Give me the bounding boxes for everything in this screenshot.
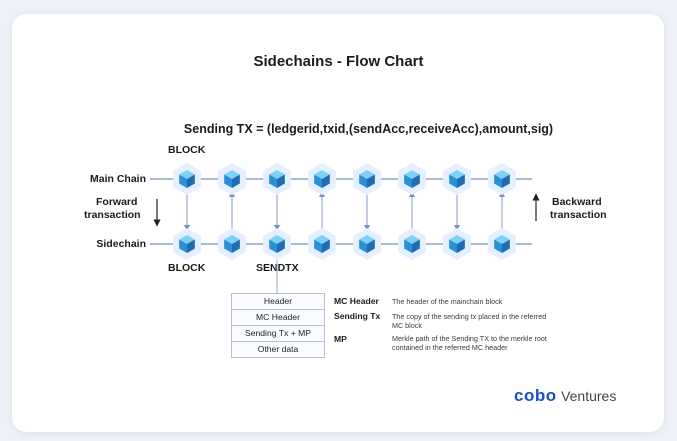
block-cube-icon bbox=[263, 228, 291, 260]
block-cube-icon bbox=[398, 163, 426, 195]
sendtx-row: MC Header bbox=[232, 310, 324, 326]
block-cube-icon bbox=[353, 228, 381, 260]
backward-transaction-label: Backward transaction bbox=[550, 196, 607, 221]
block-cube-icon bbox=[308, 163, 336, 195]
block-cube-icon bbox=[443, 163, 471, 195]
block-cube-icon bbox=[218, 228, 246, 260]
legend-value: The copy of the sending tx placed in the… bbox=[392, 312, 547, 330]
brand-suffix: Ventures bbox=[561, 388, 617, 404]
legend-value: The header of the mainchain block bbox=[392, 297, 503, 306]
block-cube-icon bbox=[443, 228, 471, 260]
block-cube-icon bbox=[488, 228, 516, 260]
sendtx-row: Sending Tx + MP bbox=[232, 326, 324, 342]
legend-value: Merkle path of the Sending TX to the mer… bbox=[392, 334, 547, 352]
block-cube-icon bbox=[308, 228, 336, 260]
block-label-top: BLOCK bbox=[168, 144, 206, 156]
block-cube-icon bbox=[263, 163, 291, 195]
legend-key: Sending Tx bbox=[334, 311, 381, 321]
main-chain-label: Main Chain bbox=[89, 173, 146, 185]
sendtx-row: Header bbox=[232, 294, 324, 310]
forward-transaction-label: Forward transaction bbox=[84, 196, 141, 221]
brand-name: cobo bbox=[514, 386, 557, 405]
block-cube-icon bbox=[398, 228, 426, 260]
block-cube-icon bbox=[218, 163, 246, 195]
block-cube-icon bbox=[353, 163, 381, 195]
block-cube-icon bbox=[173, 163, 201, 195]
sendtx-row: Other data bbox=[232, 342, 324, 357]
diagram-card bbox=[12, 14, 664, 432]
legend-key: MP bbox=[334, 334, 347, 344]
diagram-title: Sidechains - Flow Chart bbox=[253, 53, 424, 70]
block-cube-icon bbox=[173, 228, 201, 260]
sidechain-label: Sidechain bbox=[96, 238, 146, 250]
cobo-ventures-logo: cobo Ventures bbox=[514, 386, 616, 406]
block-cube-icon bbox=[488, 163, 516, 195]
block-label-bottom: BLOCK bbox=[168, 262, 206, 274]
legend-key: MC Header bbox=[334, 296, 379, 306]
sending-tx-formula: Sending TX = (ledgerid,txid,(sendAcc,rec… bbox=[183, 122, 554, 136]
sendtx-structure-table: Header MC Header Sending Tx + MP Other d… bbox=[231, 293, 325, 358]
